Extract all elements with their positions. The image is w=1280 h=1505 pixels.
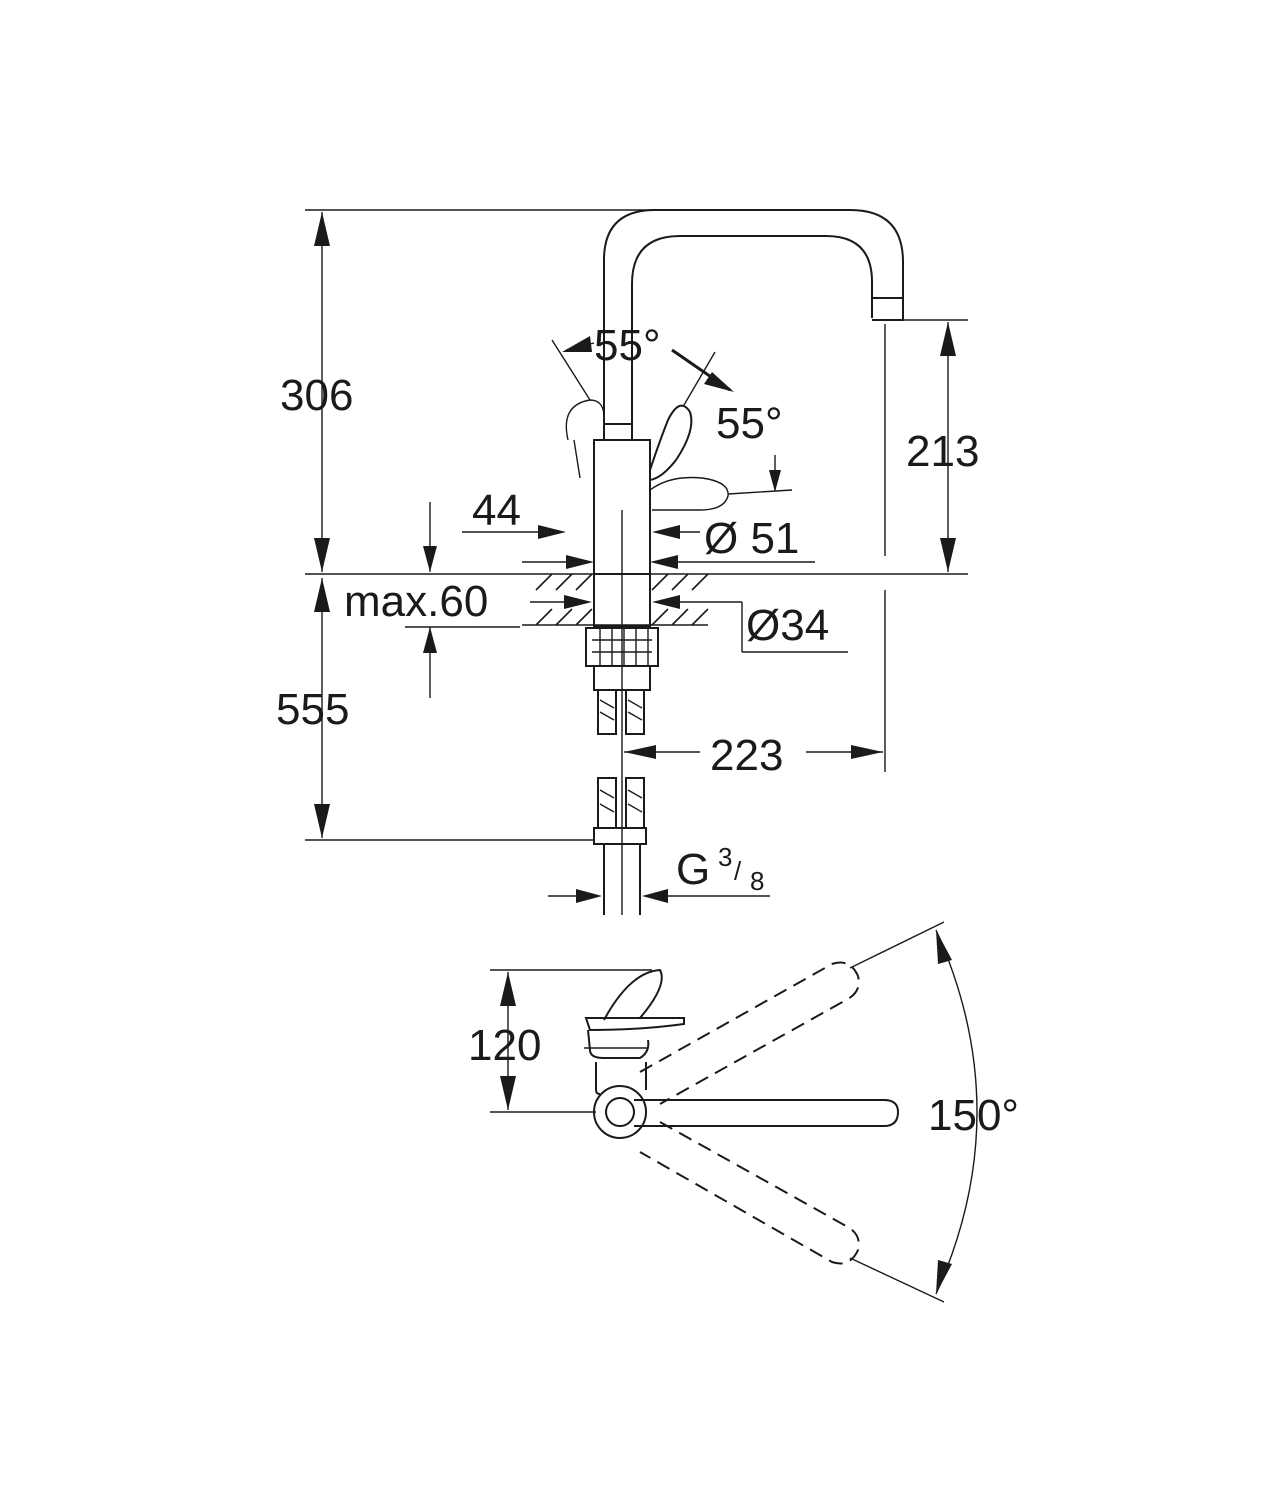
hose-length-dimension — [305, 578, 594, 841]
label-diameter-51: Ø 51 — [704, 514, 799, 563]
label-120: 120 — [468, 1021, 541, 1070]
deck-thickness-dimension — [405, 502, 520, 698]
label-thread-denominator: 8 — [750, 866, 764, 896]
hole-diameter-dimension — [530, 595, 848, 653]
label-213: 213 — [906, 427, 979, 476]
mounting-and-hoses — [585, 627, 659, 915]
lever-top-outline — [584, 968, 685, 1095]
label-150: 150° — [928, 1091, 1019, 1140]
top-view: 120 150° — [468, 921, 1019, 1303]
swivel-angle-arc — [849, 921, 978, 1303]
label-223: 223 — [710, 731, 783, 780]
label-55-side: 55° — [716, 399, 783, 448]
label-306: 306 — [280, 371, 353, 420]
body-dimension-lines — [462, 525, 815, 569]
label-thread-numerator: 3 — [718, 842, 732, 872]
height-213-dimension — [885, 319, 968, 572]
deck-hatch — [522, 573, 709, 626]
label-diameter-34: Ø34 — [746, 601, 829, 650]
label-max-60: max.60 — [344, 577, 488, 626]
label-thread-g: G — [676, 845, 710, 894]
faucet-body — [593, 423, 651, 915]
label-555: 555 — [276, 685, 349, 734]
label-thread-slash: / — [734, 856, 742, 886]
angle-55-top-arrows — [562, 336, 734, 392]
side-view: 306 — [276, 209, 979, 915]
height-306-dimension — [314, 212, 330, 572]
spout-reach-dimension — [624, 745, 883, 759]
thread-dimension — [548, 889, 770, 903]
label-44: 44 — [472, 486, 521, 535]
label-55-top: 55° — [594, 321, 661, 370]
spout-swivel-outline — [593, 961, 900, 1265]
lever-reach-dimension — [500, 972, 516, 1110]
lever-positions — [551, 339, 793, 511]
